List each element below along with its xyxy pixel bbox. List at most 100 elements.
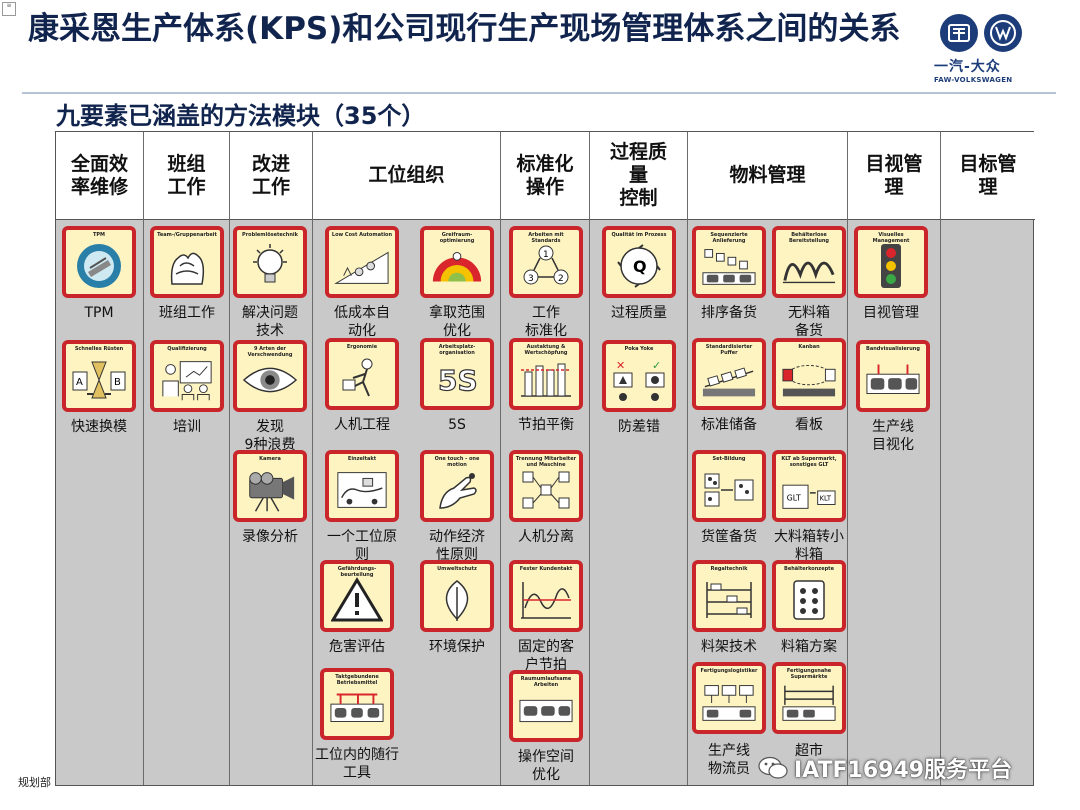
brand-name-cn: 一汽-大众: [934, 59, 1001, 75]
module-card-title: Low Cost Automation: [331, 232, 393, 238]
module-card-title: One touch - one motion: [434, 456, 480, 468]
module-card-title: Taktgebundene Betriebsmittel: [335, 674, 379, 686]
department-footer: 规划部: [18, 776, 51, 789]
module-card: Regaltechnik: [692, 560, 766, 632]
module-card: TPM: [62, 226, 136, 298]
column-header: 工位组织: [313, 132, 500, 220]
module-card-title: Ergonomie: [346, 344, 378, 350]
module-card-title: Visuelles Management: [872, 232, 910, 244]
module-card-title: 9 Arten der Verschwendung: [247, 346, 293, 358]
module-label: 料架技术: [701, 639, 757, 655]
set-icon: [701, 466, 757, 514]
module-label: 生产线 目视化: [872, 419, 914, 453]
module-card: Poka Yoke✕✓: [602, 340, 676, 412]
faw-vw-logo: 一汽-大众 FAW-VOLKSWAGEN: [934, 14, 1030, 86]
5s-icon: 5S: [429, 354, 485, 402]
module-card-title: Sequenzierte Anlieferung: [710, 232, 748, 244]
ergonomics-icon: [334, 354, 390, 402]
module-card: Sequenzierte Anlieferung: [692, 226, 766, 298]
logistics-icon: [701, 678, 757, 726]
supermarket-icon: [781, 678, 837, 726]
column-header: 班组 工作: [144, 132, 229, 220]
hands-icon: [159, 242, 215, 290]
module-card: Team-/Gruppenarbeit: [150, 226, 224, 298]
conveyor-icon: [329, 684, 385, 732]
module-card-title: Regaltechnik: [710, 566, 748, 572]
module-card: Austaktung & Wertschöpfung: [509, 338, 583, 410]
svg-text:Q: Q: [633, 257, 647, 276]
sequence-icon: [701, 242, 757, 290]
module-card-title: Umweltschutz: [437, 566, 477, 572]
station-icon: [334, 466, 390, 514]
module-label: 标准储备: [701, 417, 757, 433]
column-header: 目视管 理: [848, 132, 940, 220]
container-icon: [781, 576, 837, 624]
column-header: 标准化 操作: [501, 132, 589, 220]
lightbulb-icon: [242, 242, 298, 290]
module-card: Qualifizierung: [150, 340, 224, 412]
module-card: Problemlösetechnik: [233, 226, 307, 298]
module-card: Trennung Mitarbeiter und Maschine: [509, 450, 583, 522]
module-label: 环境保护: [429, 639, 485, 655]
module-label: 动作经济 性原则: [429, 529, 485, 563]
module-card: Set-Bildung: [692, 450, 766, 522]
module-card: Fester Kundentakt: [509, 560, 583, 632]
network-icon: [518, 466, 574, 514]
eye-icon: [242, 356, 298, 404]
watermark-text: IATF16949服务平台: [794, 758, 1013, 783]
matrix-column: 目标管 理: [941, 132, 1035, 785]
module-card: Ergonomie: [325, 338, 399, 410]
module-label: 生产线 物流员: [708, 743, 750, 777]
module-card: Bandvisualisierung: [856, 340, 930, 412]
module-card-title: Fester Kundentakt: [519, 566, 573, 572]
warning-icon: [329, 576, 385, 624]
rack-icon: [701, 576, 757, 624]
module-card: Taktgebundene Betriebsmittel: [320, 668, 394, 740]
module-card-title: Trennung Mitarbeiter und Maschine: [515, 456, 577, 468]
module-card-title: Team-/Gruppenarbeit: [157, 232, 217, 238]
module-label: 无料箱 备货: [788, 305, 830, 339]
wechat-watermark: IATF16949服务平台: [758, 752, 1012, 784]
module-card: Raumumlaufsame Arbeiten: [509, 670, 583, 742]
module-card: Umweltschutz: [420, 560, 494, 632]
module-card-title: Fertigungslogistiker: [700, 668, 758, 674]
kanban-icon: [781, 354, 837, 402]
svg-text:3: 3: [528, 274, 534, 284]
module-card: Behälterkonzepte: [772, 560, 846, 632]
module-card: Einzeltakt: [325, 450, 399, 522]
column-header: 全面效 率维修: [56, 132, 143, 220]
vw-emblem-icon: [984, 14, 1022, 52]
column-header: 过程质 量 控制: [590, 132, 687, 220]
svg-text:KLT: KLT: [820, 495, 832, 503]
module-label: 拿取范围 优化: [429, 305, 485, 339]
module-label: TPM: [84, 305, 114, 321]
brand-name-en: FAW-VOLKSWAGEN: [934, 76, 1013, 84]
module-label: 节拍平衡: [518, 417, 574, 433]
tpm-icon: [71, 242, 127, 290]
hand-motion-icon: [429, 466, 485, 514]
module-label: 一个工位原 则: [327, 529, 397, 563]
module-card: Fertigungslogistiker: [692, 662, 766, 734]
cars-icon: [518, 686, 574, 734]
module-card: Visuelles Management: [854, 226, 928, 298]
module-label: 人机分离: [518, 529, 574, 545]
column-header: 目标管 理: [941, 132, 1035, 220]
quality-cycle-icon: Q: [611, 242, 667, 290]
svg-text:5S: 5S: [438, 364, 478, 397]
slope-icon: [334, 242, 390, 290]
module-card-title: KLT ab Supermarkt, sonstiges GLT: [781, 456, 837, 468]
module-card-title: Bandvisualisierung: [866, 346, 920, 352]
module-card: Fertigungsnahe Supermärkte: [772, 662, 846, 734]
faw-emblem-icon: [940, 14, 978, 52]
module-label: 快速换模: [71, 419, 127, 435]
coil-icon: [781, 242, 837, 290]
module-card-title: Set-Bildung: [712, 456, 746, 462]
module-label: 看板: [795, 417, 823, 433]
module-label: 超市: [795, 743, 823, 759]
module-card: Low Cost Automation: [325, 226, 399, 298]
